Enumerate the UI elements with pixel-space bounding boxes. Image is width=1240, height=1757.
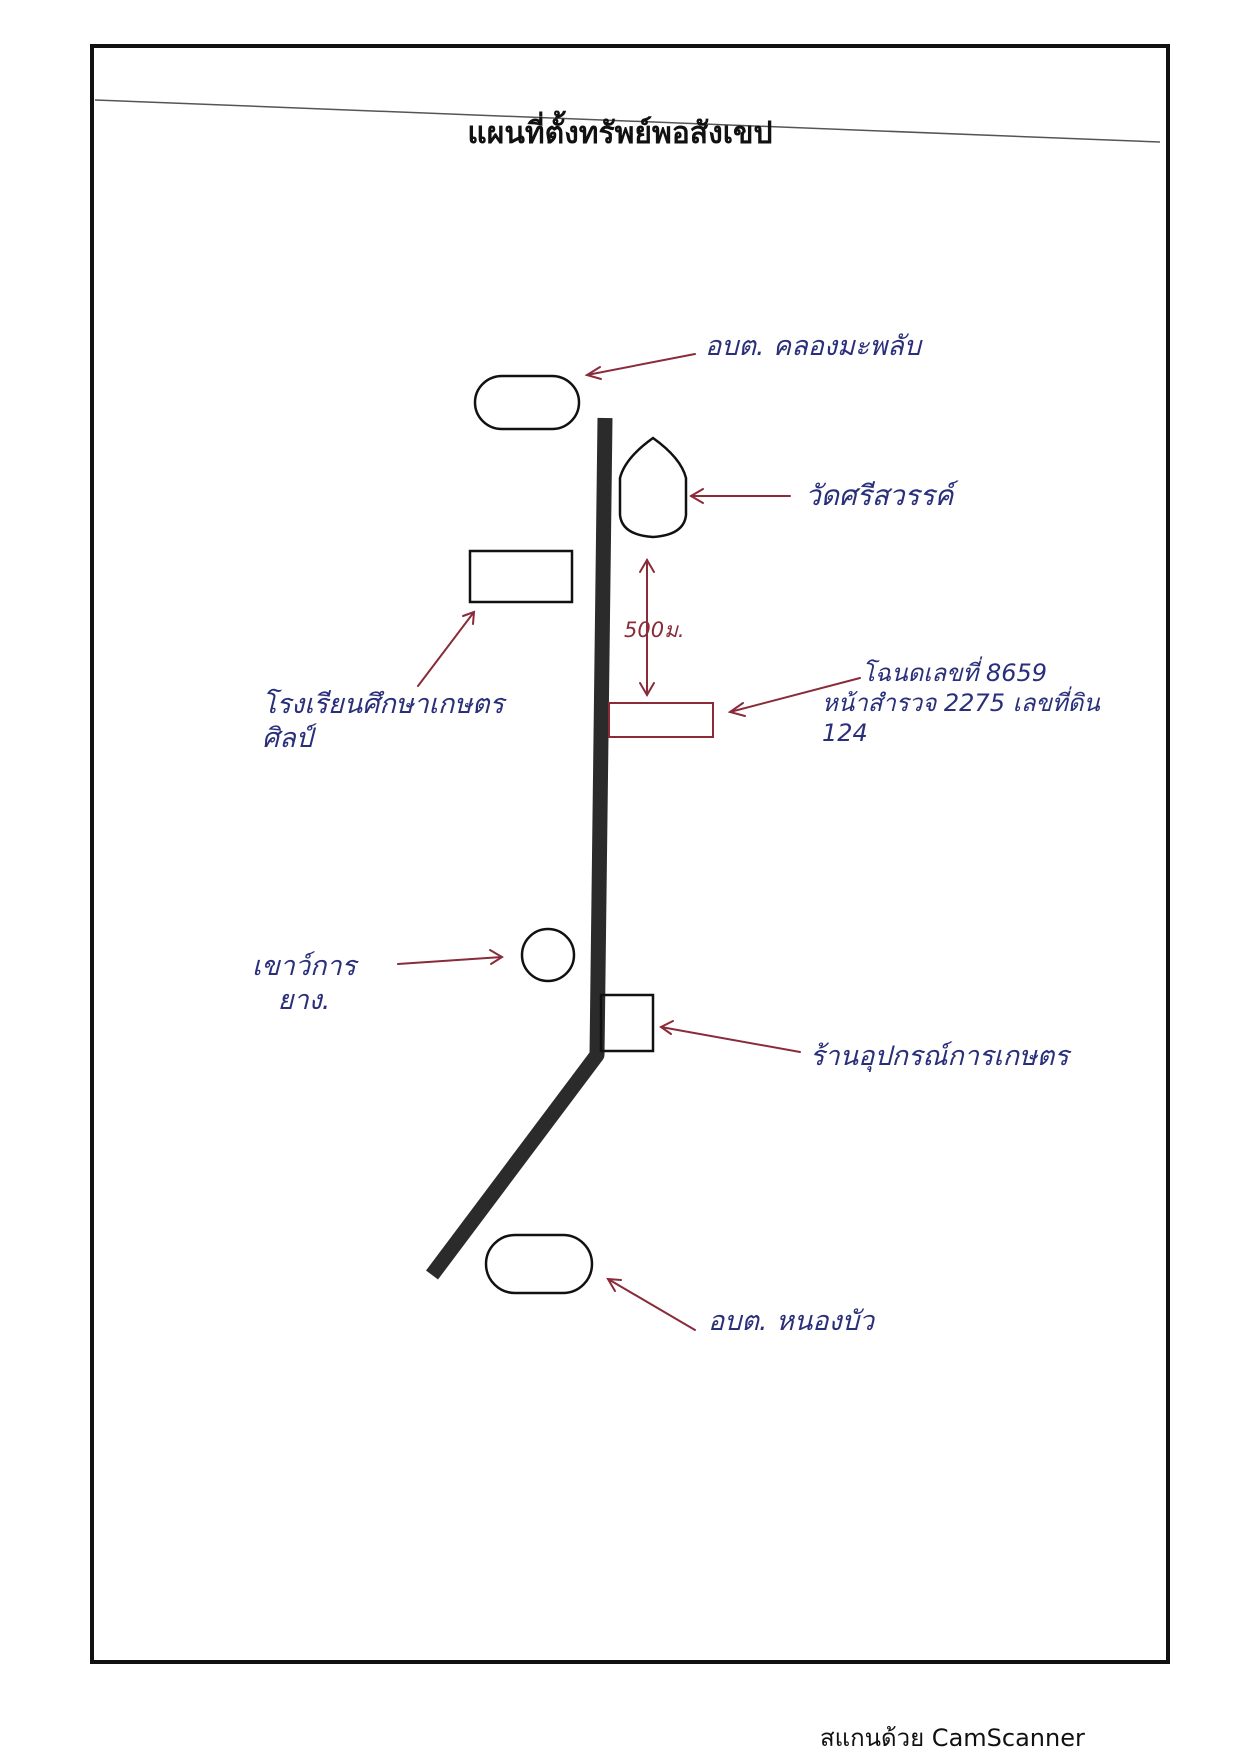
label-distance: 500ม. [624, 618, 685, 642]
arrow-klong-maphlap [584, 353, 696, 380]
klong-maphlap-sao-symbol [473, 374, 581, 431]
label-rubber-auction: เขาว์การ ยาง. [252, 950, 356, 1018]
arrow-deed [727, 677, 861, 717]
label-school-line2: ศิลป์ [262, 722, 313, 754]
page-frame [90, 44, 1170, 1664]
label-rubber-line1: เขาว์การ [252, 951, 357, 982]
temple-symbol [618, 436, 688, 539]
label-klong-maphlap-sao: อบต. คลองมะพลับ [705, 331, 921, 362]
arrow-temple [689, 488, 791, 504]
label-school-line1: โรงเรียนศึกษาเกษตร [262, 689, 505, 720]
agri-shop-symbol [599, 993, 655, 1053]
label-rubber-line2: ยาง. [277, 984, 331, 1016]
school-symbol [468, 549, 574, 604]
label-wat-si-sawang: วัดศรีสวรรค์ [805, 479, 954, 512]
label-deed-line3: 124 [822, 719, 868, 747]
nong-bua-sao-symbol [484, 1233, 594, 1295]
deed-parcel-symbol [608, 702, 714, 738]
main-road [426, 417, 613, 1280]
label-agri-shop: ร้านอุปกรณ์การเกษตร [810, 1041, 1069, 1072]
arrow-nong-bua [606, 1277, 696, 1331]
map-title: แผนที่ตั้งทรัพย์พอสังเขป [467, 116, 773, 151]
label-deed-line2: หน้าสำรวจ 2275 เลขที่ดิน [822, 689, 1100, 717]
label-nong-bua-sao: อบต. หนองบัว [708, 1306, 875, 1337]
arrow-distance [639, 558, 655, 697]
scanner-credit: สแกนด้วย CamScanner [820, 1724, 1085, 1752]
arrow-school [417, 610, 476, 687]
arrow-rubber-auction [397, 949, 504, 965]
rubber-auction-symbol [520, 927, 576, 983]
label-deed: โฉนดเลขที่ 8659 หน้าสำรวจ 2275 เลขที่ดิน… [822, 658, 1100, 748]
title-rule [94, 99, 1161, 143]
arrow-agri-shop [659, 1020, 801, 1053]
label-school: โรงเรียนศึกษาเกษตร ศิลป์ [262, 688, 504, 756]
label-deed-line1: โฉนดเลขที่ 8659 [862, 659, 1048, 687]
